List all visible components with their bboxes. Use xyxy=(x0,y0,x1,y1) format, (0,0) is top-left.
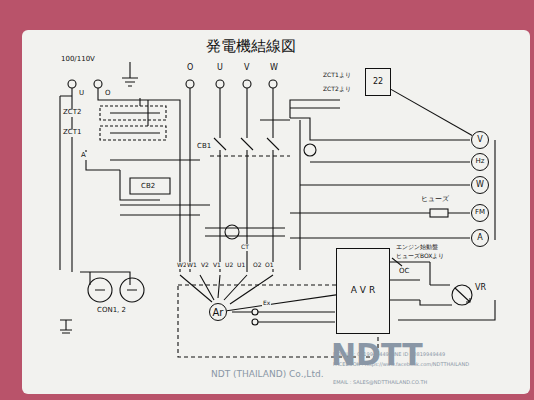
terminal-label: U2 xyxy=(224,262,234,269)
terminal-label: O xyxy=(104,90,112,98)
component-label: W xyxy=(476,181,484,190)
component-label: A xyxy=(477,234,482,243)
terminal-label: V1 xyxy=(212,262,222,269)
terminal-label: W1 xyxy=(186,262,198,269)
terminal-label: U xyxy=(216,64,224,73)
component-label: Ar xyxy=(213,307,224,318)
wire-connector xyxy=(391,89,472,135)
terminal-label: W xyxy=(269,64,279,73)
component-label: 22 xyxy=(373,78,383,87)
watermark: MOBILE : 0819949449 LINE ID : 0819949449 xyxy=(332,352,446,358)
terminal-label: ヒューズBOXより xyxy=(395,253,445,260)
meter-circle: V xyxy=(471,131,489,149)
terminal-label: O2 xyxy=(252,262,263,269)
terminal-label: CB1 xyxy=(196,143,212,151)
terminal-label: U1 xyxy=(236,262,246,269)
terminal-label: ZCT2 xyxy=(62,109,82,117)
component-box: 22 xyxy=(365,68,391,96)
terminal-label: CON1, 2 xyxy=(96,307,127,315)
terminal-label: V2 xyxy=(200,262,210,269)
diagram-title: 発電機結線図 xyxy=(205,38,297,55)
terminal-label: ZCT1より xyxy=(322,72,352,79)
terminal-label: OC xyxy=(398,268,410,276)
meter-circle: Ar xyxy=(209,303,227,321)
terminal-label: Ex xyxy=(262,300,271,307)
terminal-label: O1 xyxy=(264,262,275,269)
component-box: A V R xyxy=(336,248,390,334)
meter-circle: FM xyxy=(471,204,489,222)
terminal-label: VR xyxy=(474,284,487,293)
terminal-label: ヒューズ xyxy=(420,196,450,204)
component-label: FM xyxy=(475,209,485,217)
component-label: Hz xyxy=(476,158,485,166)
terminal-label: CB2 xyxy=(140,183,156,191)
terminal-label: 100/110V xyxy=(60,56,96,64)
terminal-label: エンジン始動盤 xyxy=(395,244,439,251)
terminal-label: ZCT2より xyxy=(322,86,352,93)
terminal-label: A xyxy=(80,152,87,160)
wires xyxy=(60,62,495,357)
terminal-label: U xyxy=(78,90,85,98)
meter-circle: W xyxy=(471,176,489,194)
meter-circle: Hz xyxy=(471,153,489,171)
watermark: NDT (THAILAND) Co.,Ltd. xyxy=(210,370,325,380)
watermark: EMAIL : SALES@NDTTHAILAND.CO.TH xyxy=(332,380,428,386)
watermark: FACEBOOK : https://www.facebook.com/NDTT… xyxy=(332,362,470,368)
terminal-label: ZCT1 xyxy=(62,129,82,137)
wire-connector xyxy=(227,295,336,311)
component-label: V xyxy=(477,136,482,145)
component-label: A V R xyxy=(351,286,375,296)
meter-circle: A xyxy=(471,229,489,247)
terminal-label: V xyxy=(243,64,250,73)
terminal-label: CT xyxy=(240,244,250,251)
plate xyxy=(22,30,530,394)
terminal-label: O xyxy=(186,64,194,73)
